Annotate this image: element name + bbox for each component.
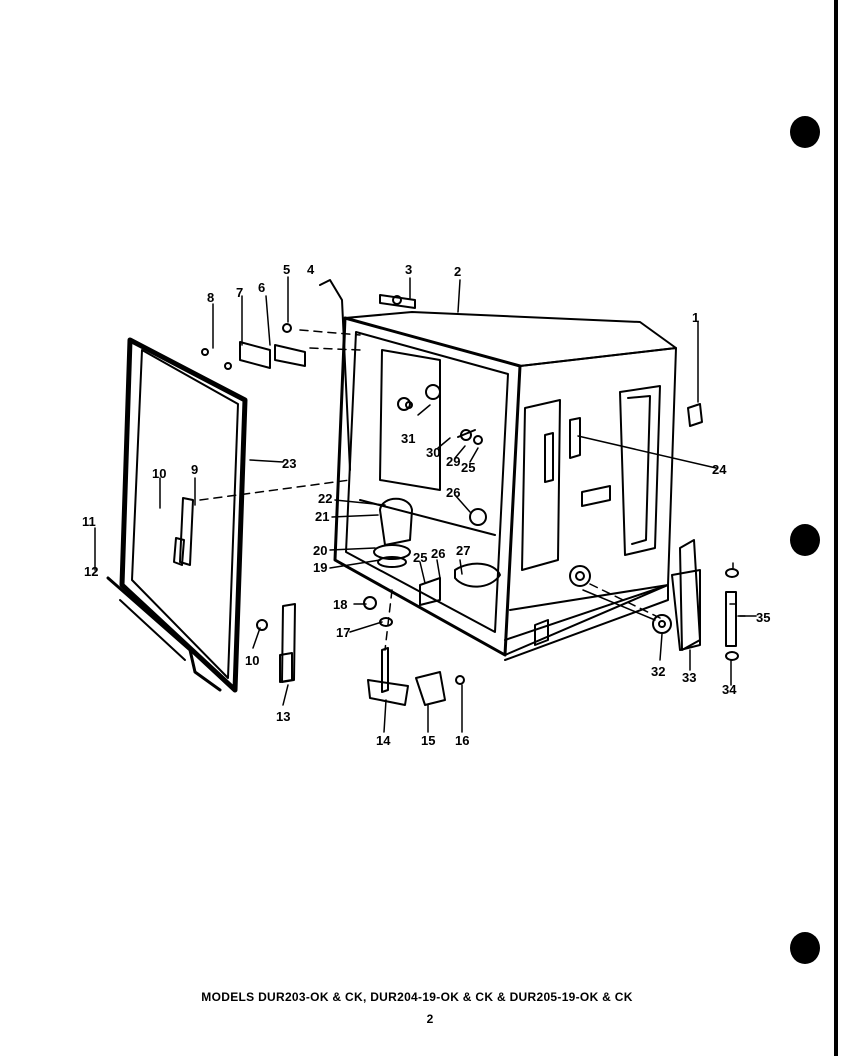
page-number: 2 <box>426 1012 434 1026</box>
binder-hole-bottom <box>790 932 820 964</box>
binder-hole-middle <box>790 524 820 556</box>
callout-5: 5 <box>283 262 290 277</box>
callout-16: 16 <box>455 733 469 748</box>
right-side-parts <box>652 403 739 661</box>
callout-2: 2 <box>454 264 461 279</box>
callout-13: 13 <box>276 709 290 724</box>
callout-21: 21 <box>315 509 329 524</box>
callout-23: 23 <box>282 456 296 471</box>
tub-cabinet <box>333 311 677 661</box>
callout-25-upper: 25 <box>461 460 475 475</box>
callout-20: 20 <box>313 543 327 558</box>
callout-8: 8 <box>207 290 214 305</box>
callout-27: 27 <box>456 543 470 558</box>
callout-31: 31 <box>401 431 415 446</box>
leader-lines <box>94 276 757 733</box>
callout-18: 18 <box>333 597 347 612</box>
callout-11: 11 <box>82 514 96 529</box>
callout-26-lower: 26 <box>431 546 445 561</box>
callout-29: 29 <box>446 454 460 469</box>
lower-hinge-parts <box>256 596 465 706</box>
callout-25-lower: 25 <box>413 550 427 565</box>
callout-26-upper: 26 <box>446 485 460 500</box>
door-panel <box>106 337 248 693</box>
callout-22: 22 <box>318 491 332 506</box>
top-hinge-parts <box>201 279 416 471</box>
callout-24: 24 <box>712 462 727 477</box>
callout-9: 9 <box>191 462 198 477</box>
models-caption: MODELS DUR203-OK & CK, DUR204-19-OK & CK… <box>201 990 633 1004</box>
callout-labels: 1 2 3 4 5 6 7 8 9 10 10 11 12 13 14 15 1… <box>82 262 770 748</box>
callout-7: 7 <box>236 285 243 300</box>
callout-32: 32 <box>651 664 665 679</box>
callout-1: 1 <box>692 310 699 325</box>
callout-34: 34 <box>722 682 737 697</box>
callout-35: 35 <box>756 610 770 625</box>
callout-10-door: 10 <box>152 466 166 481</box>
assembly-dashed-lines <box>199 329 661 651</box>
callout-30: 30 <box>426 445 440 460</box>
binder-hole-top <box>790 116 820 148</box>
callout-14: 14 <box>376 733 391 748</box>
callout-19: 19 <box>313 560 327 575</box>
callout-10-lower: 10 <box>245 653 259 668</box>
callout-6: 6 <box>258 280 265 295</box>
callout-4: 4 <box>307 262 315 277</box>
page-frame-edge <box>834 0 838 1056</box>
callout-15: 15 <box>421 733 435 748</box>
callout-17: 17 <box>336 625 350 640</box>
callout-3: 3 <box>405 262 412 277</box>
callout-33: 33 <box>682 670 696 685</box>
callout-12: 12 <box>84 564 98 579</box>
